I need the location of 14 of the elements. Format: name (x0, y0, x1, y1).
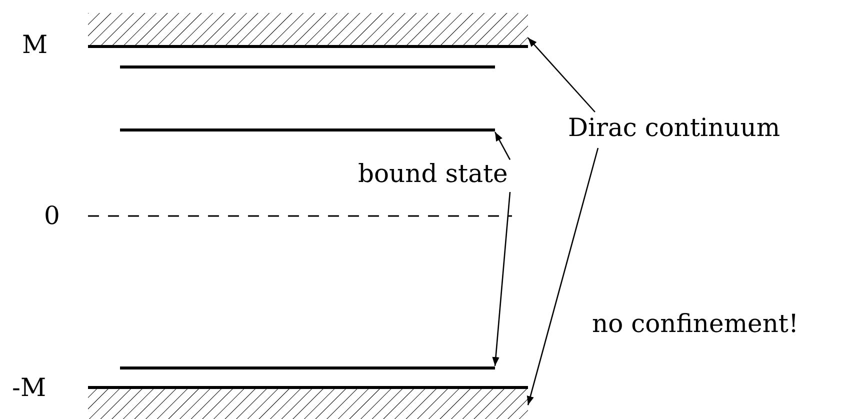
note-text: no confinement! (592, 308, 799, 340)
arrow (494, 132, 511, 160)
arrow (526, 148, 599, 406)
arrow (528, 37, 596, 112)
callout-label: bound state (358, 158, 509, 190)
energy-label: -M (12, 372, 46, 404)
energy-level-line (120, 65, 495, 69)
callout-label: Dirac continuum (568, 112, 782, 144)
energy-level-line (120, 128, 495, 132)
arrow (492, 192, 511, 366)
energy-level-line (120, 366, 495, 370)
energy-label: 0 (44, 200, 60, 232)
hatched-band (88, 386, 528, 419)
energy-label: M (22, 29, 48, 61)
